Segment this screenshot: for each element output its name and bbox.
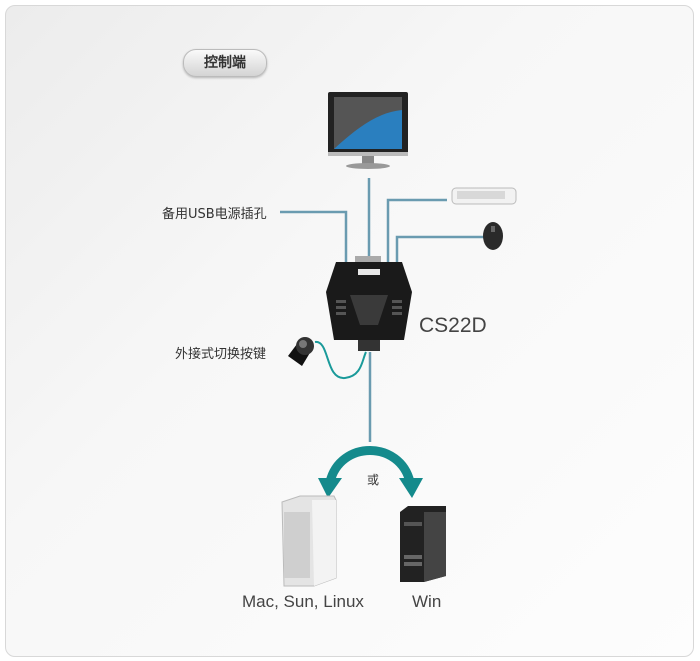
usb-power-label: 备用USB电源插孔 (162, 207, 267, 222)
remote-switch-label: 外接式切换按键 (175, 347, 267, 362)
mac-label: Mac, Sun, Linux (242, 592, 364, 611)
win-label: Win (412, 592, 442, 611)
toggle-arrow-icon (318, 446, 423, 498)
mac-computer-icon (281, 495, 337, 587)
cables (280, 178, 484, 442)
remote-switch-cord (314, 341, 367, 380)
remote-switch-button-icon (288, 337, 314, 366)
or-label: 或 (367, 473, 380, 487)
keyboard-cable (386, 198, 447, 262)
keyboard-icon (451, 187, 517, 205)
monitor-icon (328, 92, 408, 169)
console-side-badge: 控制端 (183, 49, 267, 77)
usb-power-cable (280, 210, 348, 262)
windows-computer-icon (400, 506, 446, 582)
mouse-icon (483, 222, 503, 250)
kvm-switch-device (326, 256, 412, 351)
model-label: CS22D (419, 314, 487, 337)
mouse-cable (395, 235, 484, 262)
